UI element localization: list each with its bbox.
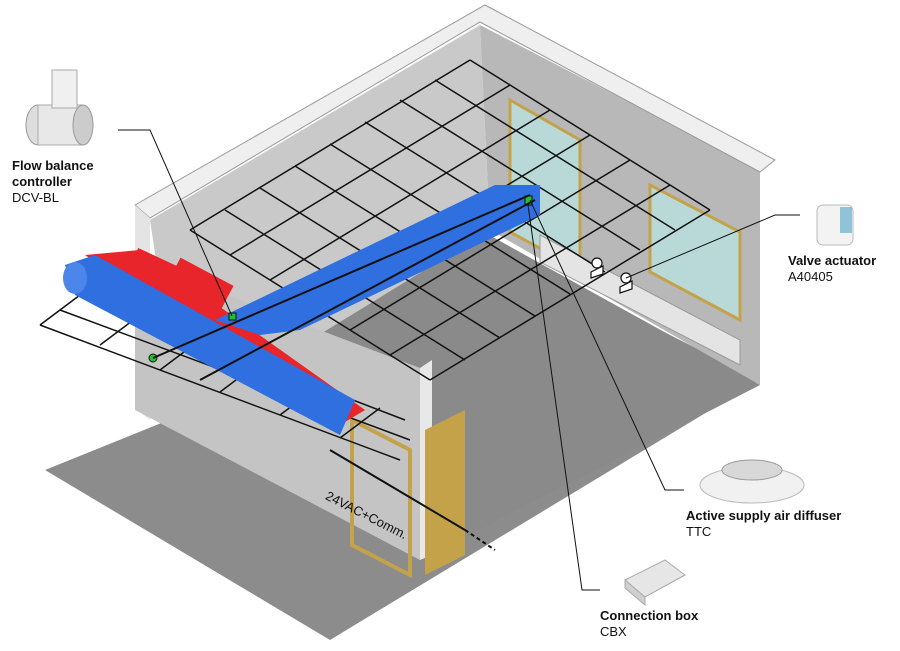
- door-right: [425, 410, 465, 575]
- valve-actuator-code: A40405: [788, 269, 833, 284]
- air-diffuser-icon: [699, 459, 805, 504]
- connection-box-title: Connection box: [600, 608, 699, 623]
- flow-balance-title-2: controller: [12, 174, 72, 189]
- valve-actuator-title: Valve actuator: [788, 253, 877, 268]
- window-2: [648, 182, 742, 323]
- supply-duct-main: [65, 255, 355, 435]
- valve-actuator-icon: [816, 204, 854, 246]
- damper-controller-icon: [25, 69, 94, 146]
- diffuser-label: Active supply air diffuser TTC: [686, 508, 896, 540]
- red-box-2: [166, 257, 234, 313]
- connection-box-icon: [624, 559, 686, 607]
- valve-actuator-label: Valve actuator A40405: [788, 253, 898, 285]
- radiator: [539, 234, 741, 366]
- wire-dashed: [464, 529, 496, 551]
- flow-balance-controller-label: Flow balance controller DCV-BL: [12, 158, 132, 206]
- diffuser-code: TTC: [686, 524, 712, 539]
- flow-balance-code: DCV-BL: [12, 190, 59, 205]
- device-marker-1: [228, 312, 237, 321]
- connection-box-code: CBX: [600, 624, 627, 639]
- connection-box-label: Connection box CBX: [600, 608, 750, 640]
- flow-balance-title-1: Flow balance: [12, 158, 94, 173]
- red-box-1: [126, 247, 179, 293]
- leader-lines: [118, 129, 800, 591]
- wiring: [152, 194, 536, 531]
- duct-end: [63, 262, 87, 294]
- diffuser-title: Active supply air diffuser: [686, 508, 842, 523]
- door-left: [350, 416, 412, 579]
